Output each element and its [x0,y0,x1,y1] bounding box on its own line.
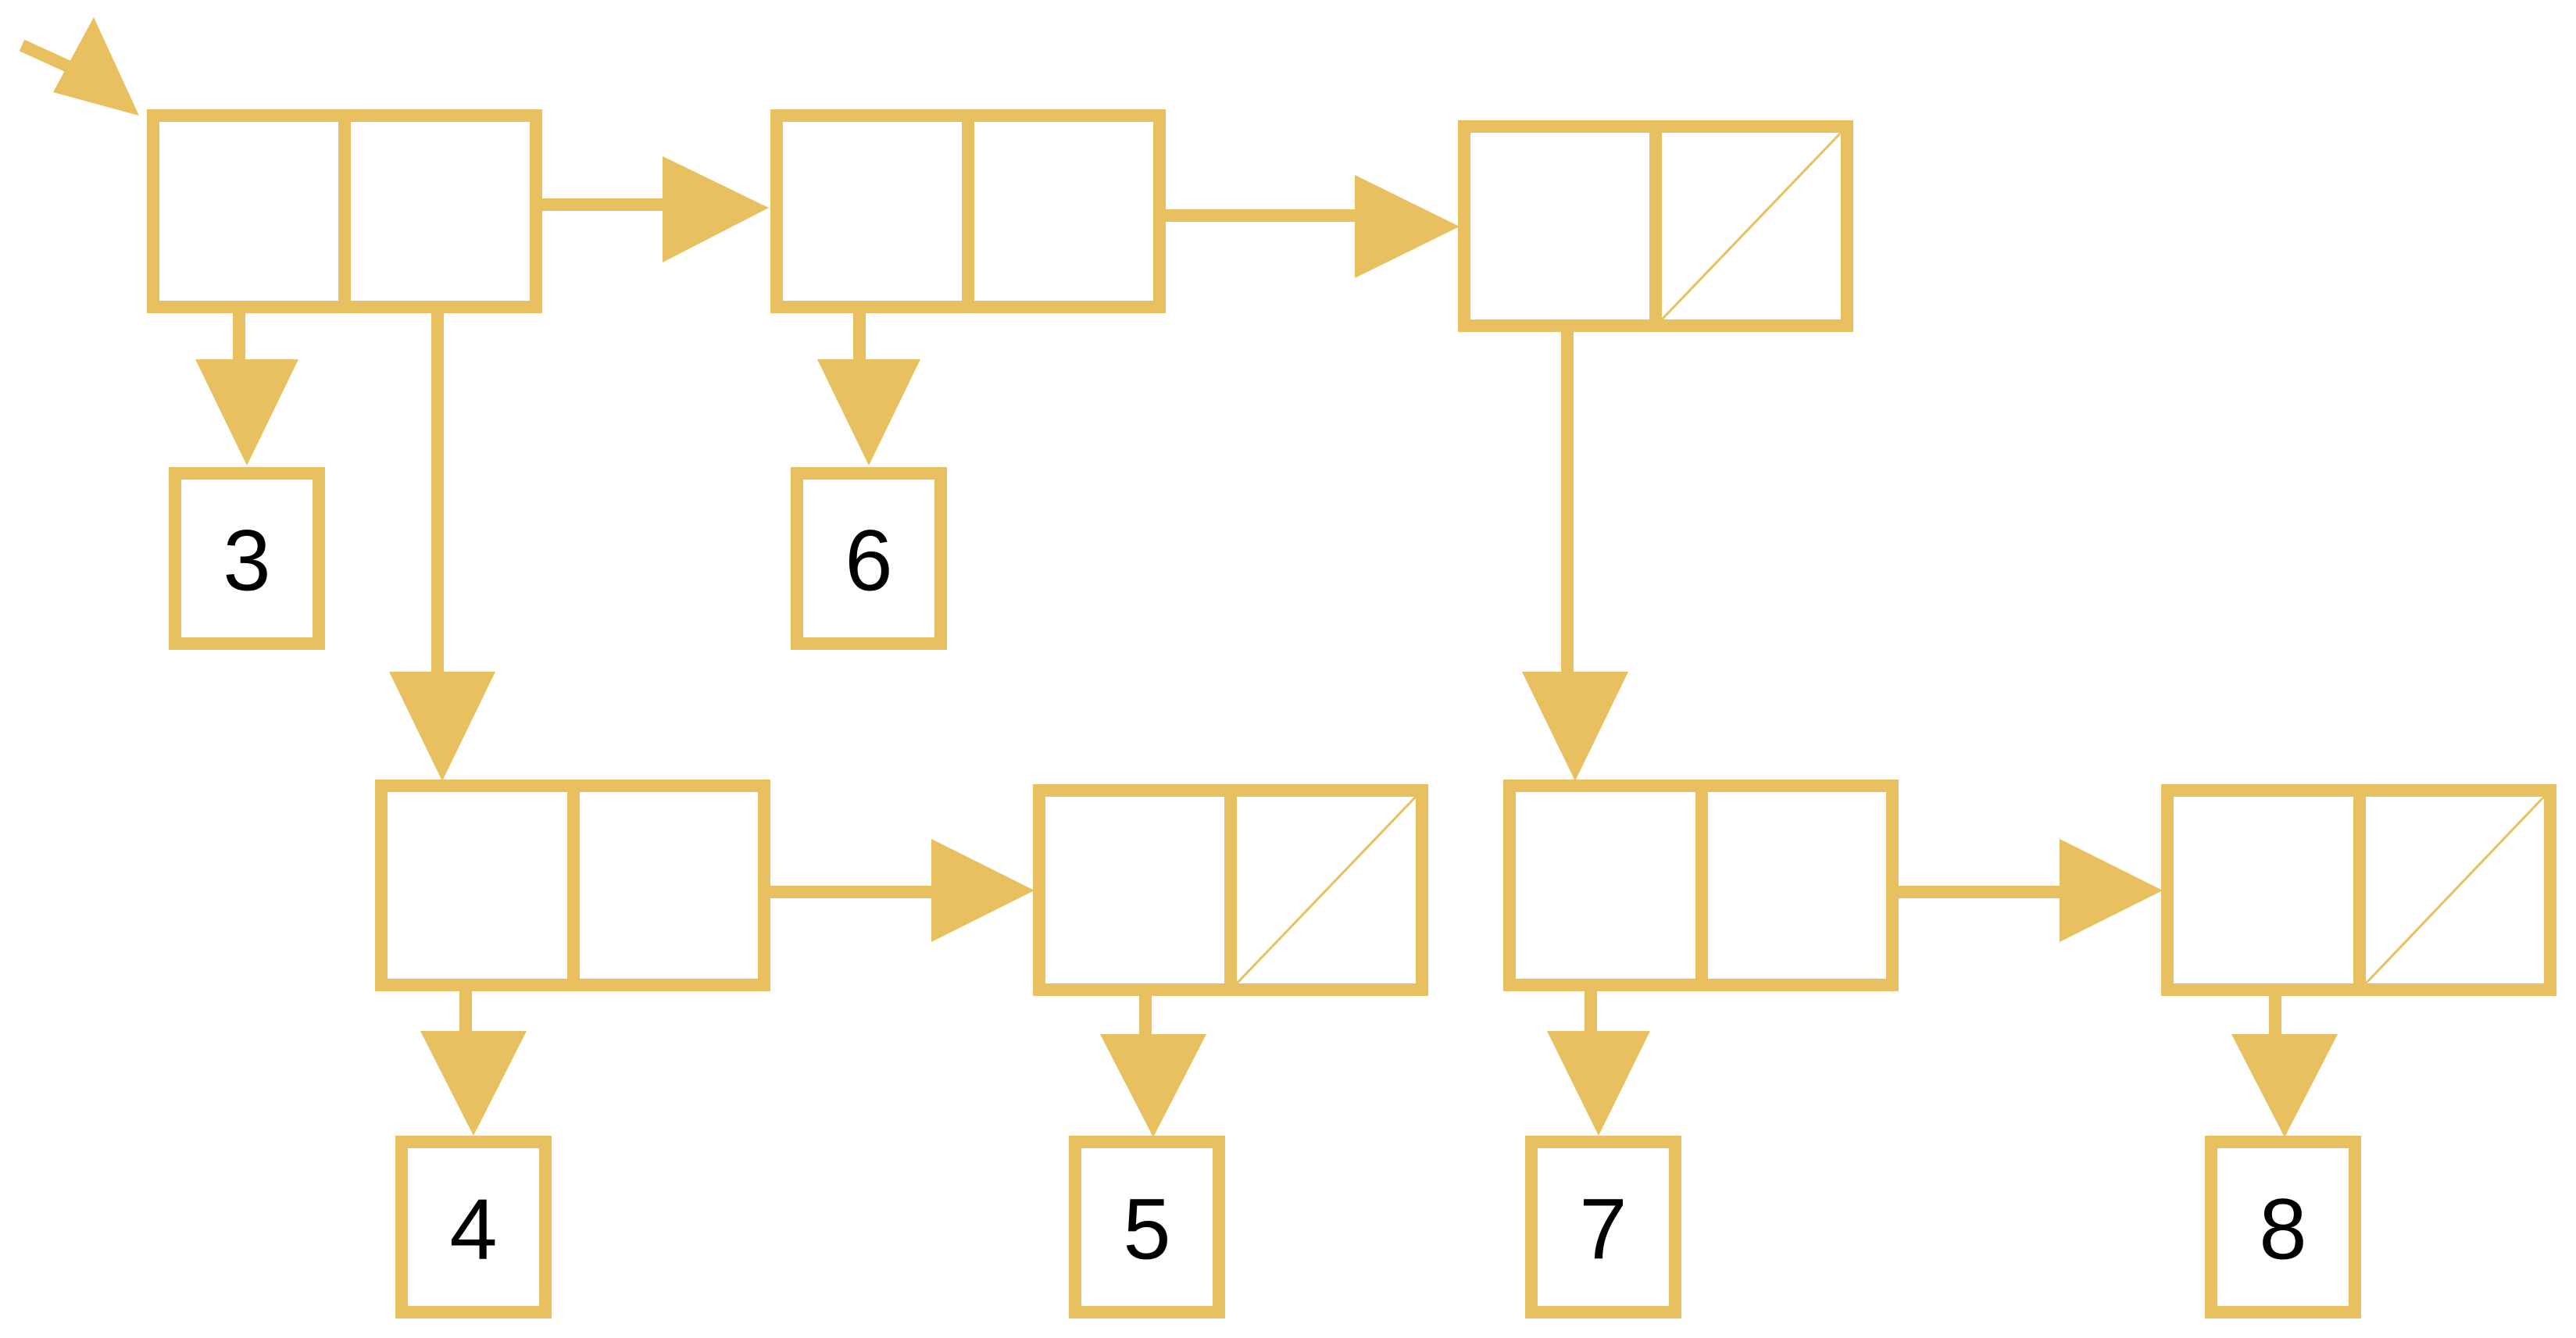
cons-cell-5 [1033,784,1428,996]
value-box-7: 7 [1525,1136,1681,1318]
cons-cell-6 [1503,780,1899,991]
value-box-6: 6 [791,467,947,650]
value-label-5: 5 [1123,1182,1170,1278]
car-arrow-cell-7 [2231,990,2338,1137]
car-arrow-cell-5 [1100,990,1206,1137]
car-arrow-cell-4 [420,985,527,1136]
value-label-6: 6 [845,513,892,609]
next-arrow-4-5 [764,839,1034,942]
null-pointer-slash [1235,795,1417,985]
car-arrow-cell-2 [817,307,920,466]
car-arrow-cell-1 [195,307,298,466]
value-label-3: 3 [223,513,270,609]
null-pointer-slash [2364,795,2546,985]
cons-cell-2 [770,109,1166,313]
cdr-down-arrow-cell-3 [1522,326,1628,781]
next-arrow-1-2 [536,156,769,262]
value-box-4: 4 [395,1136,552,1318]
entry-pointer-arrow [19,17,139,116]
car-arrow-cell-6 [1547,985,1650,1136]
value-box-5: 5 [1069,1136,1225,1318]
value-box-8: 8 [2205,1136,2361,1318]
cons-cell-4 [375,780,770,991]
value-label-4: 4 [449,1182,497,1278]
value-box-3: 3 [169,467,325,650]
cons-cell-7 [2161,784,2556,996]
null-pointer-slash [1660,131,1842,321]
next-arrow-6-7 [1892,839,2163,942]
cons-cell-1 [147,109,542,313]
next-arrow-2-3 [1159,175,1459,278]
cdr-down-arrow-cell-1 [389,307,495,781]
value-label-7: 7 [1579,1182,1627,1278]
cons-cell-3 [1458,120,1853,332]
value-label-8: 8 [2259,1182,2306,1278]
